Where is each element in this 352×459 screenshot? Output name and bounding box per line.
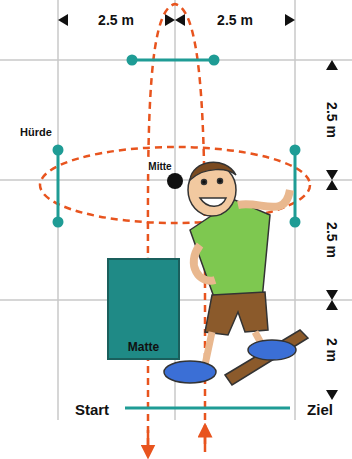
direction-arrow <box>204 430 207 452</box>
mat-label: Matte <box>128 340 159 354</box>
direction-arrow <box>147 430 150 452</box>
mat-box: Matte <box>107 258 180 360</box>
grid <box>0 0 352 420</box>
dimension-label: Hürde <box>20 126 52 138</box>
dimension-label: 2.5 m <box>217 12 253 28</box>
dimension-label: 2 m <box>324 336 340 364</box>
dimension-label: Ziel <box>305 401 335 418</box>
dimension-label: 2.5 m <box>98 12 134 28</box>
cartoon-man <box>164 162 308 385</box>
dimension-label: Mitte <box>146 161 173 172</box>
dimension-label: 2.5 m <box>324 220 340 260</box>
running-path <box>40 4 310 445</box>
hurdles <box>54 56 299 408</box>
dimension-label: 2.5 m <box>324 100 340 140</box>
dimension-label: Start <box>73 401 111 418</box>
center-dot <box>167 173 183 189</box>
